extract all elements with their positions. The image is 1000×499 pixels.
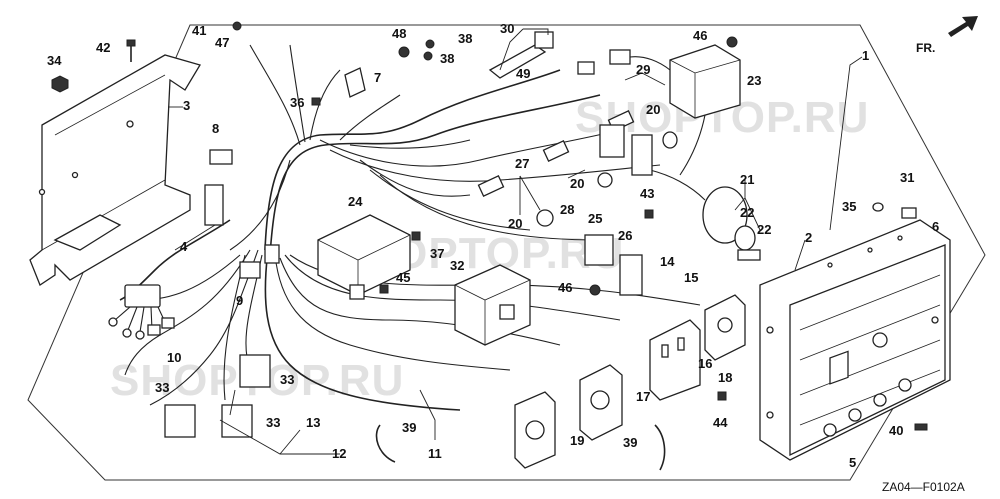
callout: 32 (450, 258, 464, 273)
callout: 17 (636, 389, 650, 404)
callout: 15 (684, 270, 698, 285)
circuit-breaker (164, 354, 271, 438)
connector (204, 149, 280, 279)
callout: 18 (718, 370, 732, 385)
callout: 38 (440, 51, 454, 66)
callout: 36 (290, 95, 304, 110)
callout: 20 (646, 102, 660, 117)
callout: 13 (306, 415, 320, 430)
mounting-bracket (29, 54, 201, 286)
avr-module (317, 214, 411, 300)
callout: 11 (428, 446, 442, 461)
callout: 48 (392, 26, 406, 41)
callout: 8 (212, 121, 219, 136)
callout: 29 (636, 62, 650, 77)
callout: 4 (180, 239, 188, 254)
callout: 47 (215, 35, 229, 50)
callout: 40 (889, 423, 903, 438)
callout: 33 (155, 380, 169, 395)
callout: 45 (396, 270, 410, 285)
receptacle (704, 294, 746, 361)
label-plate (901, 207, 917, 219)
callout: 38 (458, 31, 472, 46)
direction-label: FR. (916, 41, 935, 55)
callout: 12 (332, 446, 346, 461)
callout: 19 (570, 433, 584, 448)
callout: 9 (236, 293, 243, 308)
callout: 46 (693, 28, 707, 43)
bracket (344, 67, 366, 98)
callout: 30 (500, 21, 514, 36)
sub-harness (108, 284, 175, 340)
nut-icon (51, 75, 69, 93)
control-box (454, 264, 531, 346)
diagram-frame (27, 24, 986, 481)
callout: 14 (660, 254, 675, 269)
switch (584, 234, 643, 296)
callout: 41 (192, 23, 206, 38)
callout: 3 (183, 98, 190, 113)
callout: 5 (849, 455, 856, 470)
control-panel (759, 219, 951, 461)
callout: 25 (588, 211, 602, 226)
callout: 49 (516, 66, 530, 81)
callout: 27 (515, 156, 529, 171)
callout: 35 (842, 199, 856, 214)
wire-clip (375, 424, 666, 471)
callout: 20 (570, 176, 584, 191)
callout: 46 (558, 280, 572, 295)
callout: 21 (740, 172, 754, 187)
grommet-icon (872, 202, 884, 212)
receptacle (649, 319, 701, 401)
callout: 2 (805, 230, 812, 245)
callout: 42 (96, 40, 110, 55)
callout: 22 (757, 222, 771, 237)
callout: 28 (560, 202, 574, 217)
ignition-switch (649, 169, 761, 261)
callout: 24 (348, 194, 363, 209)
callout: 1 (862, 48, 869, 63)
callout: 44 (713, 415, 728, 430)
bolt-icon (232, 21, 928, 431)
callout: 26 (618, 228, 632, 243)
callout: 20 (508, 216, 522, 231)
connector-block (577, 61, 653, 176)
diagram-code: ZA04—F0102A (882, 480, 965, 494)
relay-box (609, 44, 741, 176)
callout: 10 (167, 350, 181, 365)
outlet (514, 391, 556, 469)
callout: 16 (698, 356, 712, 371)
front-direction-arrow-icon (948, 16, 978, 37)
callout: 31 (900, 170, 914, 185)
callout: 6 (932, 219, 939, 234)
callout: 37 (430, 246, 444, 261)
callout: 43 (640, 186, 654, 201)
callout: 33 (266, 415, 280, 430)
callout: 22 (740, 205, 754, 220)
fuse-holder (488, 31, 554, 79)
callout: 39 (402, 420, 416, 435)
callout: 7 (374, 70, 381, 85)
callout: 39 (623, 435, 637, 450)
callout: 33 (280, 372, 294, 387)
leader-lines (168, 28, 863, 455)
callout: 34 (47, 53, 62, 68)
outlet (579, 364, 623, 441)
screw-icon (126, 39, 136, 62)
callout: 23 (747, 73, 761, 88)
